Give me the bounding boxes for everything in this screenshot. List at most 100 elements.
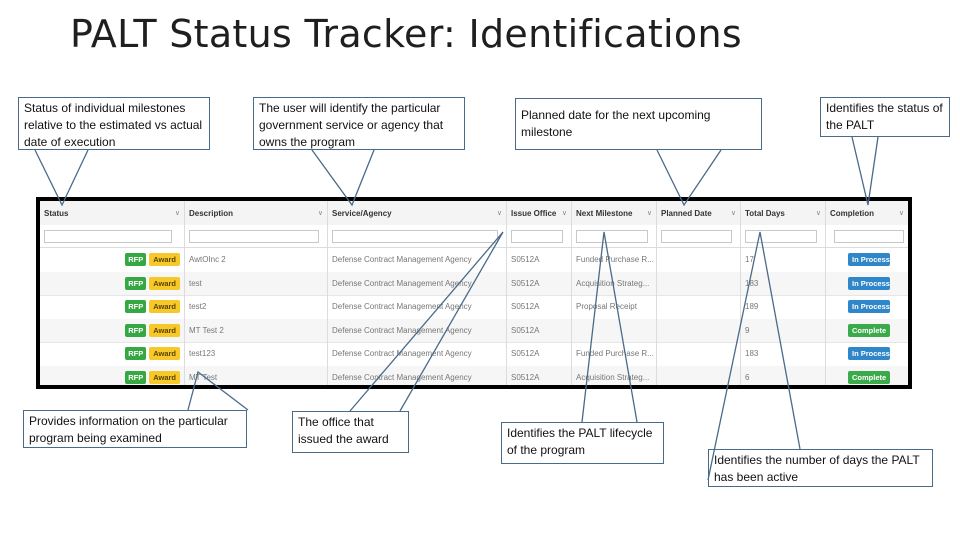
issue-office-cell: S0512A: [507, 342, 572, 366]
callout-status: Status of individual milestones relative…: [18, 97, 210, 150]
chevron-down-icon: ∨: [174, 210, 180, 217]
next-milestone-cell: [572, 318, 657, 342]
description-cell: test2: [185, 295, 328, 319]
total-days-cell: 183: [741, 271, 826, 295]
completion-badge[interactable]: In Process: [848, 253, 890, 267]
completion-cell: In Process: [826, 248, 908, 272]
description-cell: test: [185, 271, 328, 295]
issue-office-cell: S0512A: [507, 365, 572, 385]
completion-badge[interactable]: In Process: [848, 300, 890, 314]
description-cell: AwtOInc 2: [185, 248, 328, 272]
service-cell: Defense Contract Management Agency: [328, 295, 507, 319]
rfp-badge[interactable]: RFP: [125, 300, 147, 314]
column-header-description[interactable]: Description∨: [185, 201, 328, 225]
chevron-down-icon: ∨: [317, 210, 323, 217]
rfp-badge[interactable]: RFP: [125, 276, 147, 290]
service-cell: Defense Contract Management Agency: [328, 318, 507, 342]
status-filter-input[interactable]: [44, 229, 172, 243]
total-days-filter-input[interactable]: [745, 229, 817, 243]
rfp-badge[interactable]: RFP: [125, 253, 147, 267]
planned-date-cell: [657, 271, 741, 295]
award-badge[interactable]: Award: [149, 370, 180, 384]
service-cell: Defense Contract Management Agency: [328, 248, 507, 272]
callout-description: Provides information on the particular p…: [23, 410, 247, 448]
next-milestone-cell: Proposal Receipt: [572, 295, 657, 319]
issue-office-cell: S0512A: [507, 318, 572, 342]
completion-cell: In Process: [826, 342, 908, 366]
description-cell: test123: [185, 342, 328, 366]
award-badge[interactable]: Award: [149, 300, 180, 314]
total-days-cell: 17: [741, 248, 826, 272]
chevron-down-icon: ∨: [561, 210, 567, 217]
next-milestone-cell: Funded Purchase R...: [572, 342, 657, 366]
column-header-planned-date[interactable]: Planned Date∨: [657, 201, 741, 225]
completion-badge[interactable]: In Process: [848, 347, 890, 361]
award-badge[interactable]: Award: [149, 253, 180, 267]
service-filter-input[interactable]: [332, 229, 498, 243]
grid-filter-row: [40, 225, 908, 248]
planned-date-filter-input[interactable]: [661, 229, 732, 243]
completion-cell: In Process: [826, 272, 908, 296]
issue-office-cell: S0512A: [507, 248, 572, 272]
chevron-down-icon: ∨: [496, 210, 502, 217]
next-milestone-cell: Acquisition Strateg...: [572, 271, 657, 295]
completion-badge[interactable]: Complete: [848, 370, 890, 384]
column-header-service[interactable]: Service/Agency∨: [328, 201, 507, 225]
tracker-grid-screenshot: Status∨ Description∨ Service/Agency∨ Iss…: [36, 197, 912, 389]
service-cell: Defense Contract Management Agency: [328, 271, 507, 295]
next-milestone-filter-input[interactable]: [576, 229, 648, 243]
award-badge[interactable]: Award: [149, 276, 180, 290]
total-days-cell: 9: [741, 318, 826, 342]
total-days-cell: 183: [741, 342, 826, 366]
column-header-completion[interactable]: Completion∨: [830, 208, 904, 218]
completion-badge[interactable]: In Process: [848, 276, 890, 290]
column-header-next-milestone[interactable]: Next Milestone∨: [572, 201, 657, 225]
issue-office-cell: S0512A: [507, 271, 572, 295]
planned-date-cell: [657, 318, 741, 342]
callout-completion: Identifies the status of the PALT: [820, 97, 950, 137]
rfp-badge[interactable]: RFP: [125, 347, 147, 361]
callout-service: The user will identify the particular go…: [253, 97, 465, 150]
issue-office-filter-input[interactable]: [511, 229, 563, 243]
description-filter-input[interactable]: [189, 229, 319, 243]
completion-badge[interactable]: Complete: [848, 323, 890, 337]
description-cell: MT Test 2: [185, 318, 328, 342]
planned-date-cell: [657, 295, 741, 319]
rfp-badge[interactable]: RFP: [125, 370, 147, 384]
completion-cell: Complete: [826, 319, 908, 343]
service-cell: Defense Contract Management Agency: [328, 342, 507, 366]
column-header-status[interactable]: Status∨: [40, 201, 185, 225]
description-cell: MT Test: [185, 365, 328, 385]
next-milestone-cell: Funded Purchase R...: [572, 248, 657, 272]
rfp-badge[interactable]: RFP: [125, 323, 147, 337]
completion-filter-input[interactable]: [834, 229, 904, 243]
planned-date-cell: [657, 248, 741, 272]
award-badge[interactable]: Award: [149, 323, 180, 337]
column-header-total-days[interactable]: Total Days∨: [741, 201, 826, 225]
next-milestone-cell: Acquisition Strateg...: [572, 365, 657, 385]
callout-days: Identifies the number of days the PALT h…: [708, 449, 933, 487]
completion-cell: Complete: [826, 366, 908, 386]
chevron-down-icon: ∨: [898, 210, 904, 217]
grid-header: Status∨ Description∨ Service/Agency∨ Iss…: [40, 201, 908, 226]
issue-office-cell: S0512A: [507, 295, 572, 319]
chevron-down-icon: ∨: [815, 210, 821, 217]
callout-planned: Planned date for the next upcoming miles…: [515, 98, 762, 150]
callout-lifecycle: Identifies the PALT lifecycle of the pro…: [501, 422, 664, 464]
award-badge[interactable]: Award: [149, 347, 180, 361]
planned-date-cell: [657, 342, 741, 366]
column-header-issue-office[interactable]: Issue Office∨: [507, 201, 572, 225]
completion-cell: In Process: [826, 295, 908, 319]
total-days-cell: 6: [741, 365, 826, 385]
